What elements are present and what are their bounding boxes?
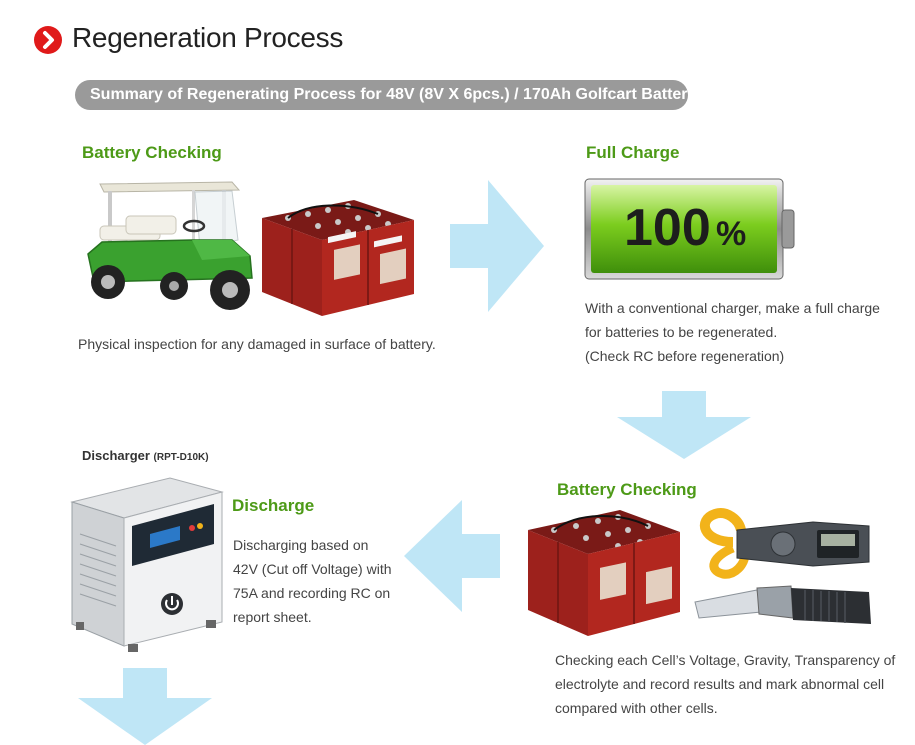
arrow-right-icon <box>450 180 544 312</box>
discharger-image <box>70 477 224 652</box>
description-line: for batteries to be regenerated. <box>585 324 778 340</box>
description-line: Physical inspection for any damaged in s… <box>78 336 436 352</box>
battery-pack-image <box>528 510 680 636</box>
discharger-model: (RPT-D10K) <box>153 452 209 463</box>
description-line: electrolyte and record results and mark … <box>555 676 885 692</box>
battery-percent-value: 100 <box>624 199 711 257</box>
arrow-down-icon <box>78 668 212 745</box>
summary-pill <box>75 80 688 110</box>
clamp-meter-image <box>700 508 870 579</box>
battery-full-icon: 100 % <box>584 178 795 280</box>
step-description-battery-checking: Physical inspection for any damaged in s… <box>78 332 436 356</box>
description-line: compared with other cells. <box>555 700 718 716</box>
step-title-full-charge: Full Charge <box>586 143 680 162</box>
description-line: Checking each Cell’s Voltage, Gravity, T… <box>555 652 896 668</box>
discharger-name: Discharger <box>82 448 150 463</box>
arrow-down-icon <box>617 391 751 459</box>
step-title-discharge: Discharge <box>232 496 315 515</box>
description-line: (Check RC before regeneration) <box>585 348 785 364</box>
arrow-left-icon <box>404 500 500 612</box>
chevron-right-icon <box>34 26 62 54</box>
description-line: With a conventional charger, make a full… <box>585 300 880 316</box>
step-description-cell-checking: Checking each Cell’s Voltage, Gravity, T… <box>555 648 895 720</box>
refractometer-image <box>694 585 871 624</box>
step-title-battery-checking: Battery Checking <box>82 143 222 162</box>
description-line: Discharging based on <box>233 537 369 553</box>
page-title: Regeneration Process <box>72 22 344 53</box>
step-description-full-charge: With a conventional charger, make a full… <box>585 296 880 368</box>
golf-cart-image <box>87 181 253 310</box>
battery-pack-image <box>262 200 414 316</box>
step-title-cell-checking: Battery Checking <box>557 480 697 499</box>
battery-percent-unit: % <box>716 215 746 253</box>
description-line: 75A and recording RC on <box>233 585 391 601</box>
step-description-discharge: Discharging based on 42V (Cut off Voltag… <box>233 533 392 629</box>
description-line: report sheet. <box>233 609 312 625</box>
summary-text: Summary of Regenerating Process for 48V … <box>90 86 697 103</box>
description-line: 42V (Cut off Voltage) with <box>233 561 392 577</box>
discharger-label: Discharger (RPT-D10K) <box>82 448 209 463</box>
